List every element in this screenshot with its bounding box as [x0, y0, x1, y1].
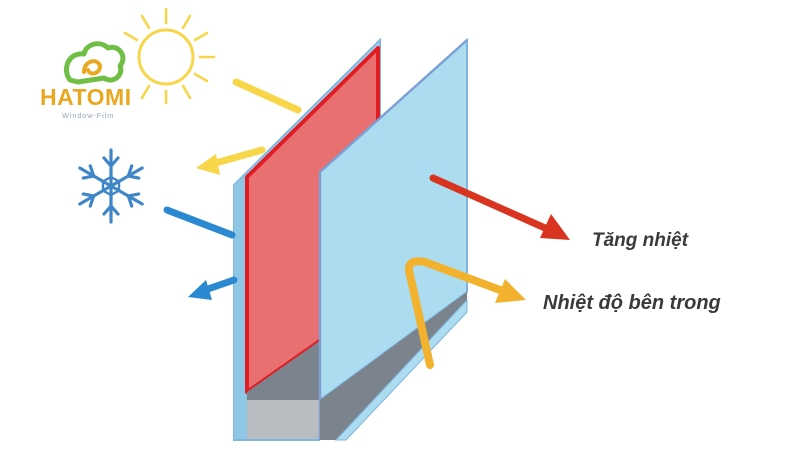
sun-icon [123, 7, 216, 105]
incoming-cold-arrow [163, 206, 236, 239]
pane-shadow [247, 300, 378, 400]
incoming-sunlight-arrow [232, 78, 302, 114]
snowflake-icon [78, 148, 144, 224]
reflected-heat-arrow [196, 146, 266, 175]
heat-increase-arrow [429, 174, 570, 240]
frame-spacer [247, 400, 320, 440]
brand-subtitle: Window-Film [62, 111, 115, 120]
heat-increase-label: Tăng nhiệt [592, 230, 689, 251]
brand-name: HATOMI [40, 84, 132, 110]
indoor-temperature-label: Nhiệt độ bên trong [543, 292, 721, 314]
reflected-cold-arrow [188, 276, 238, 300]
brand-logo-icon [64, 41, 126, 85]
indoor-temperature-arrow [405, 257, 526, 369]
back-glass-pane [318, 37, 468, 441]
